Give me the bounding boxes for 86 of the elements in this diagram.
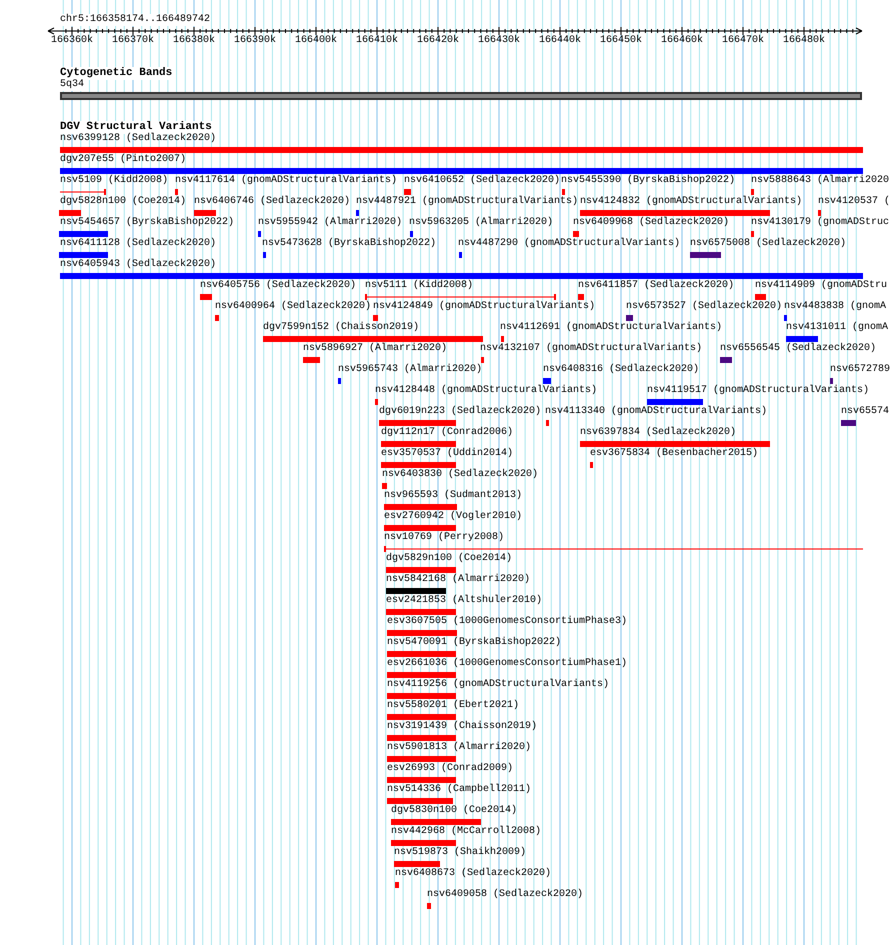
variant-label: nsv4120537 ( [818,196,890,208]
variant-label: nsv6409058 (Sedlazeck2020) [427,889,584,901]
variant-label: nsv514336 (Campbell2011) [387,784,532,796]
variant-label: nsv6403830 (Sedlazeck2020) [382,469,538,481]
axis-tick-label: 166440k [538,35,582,47]
variant-label: nsv6575008 (Sedlazeck2020) [690,238,846,250]
variant-label: dgv207e55 (Pinto2007) [60,154,186,166]
variant-label: nsv6410652 (Sedlazeck2020) [404,175,560,187]
band-label: 5q34 [60,79,84,91]
axis-tick-label: 166400k [294,35,338,47]
variant-label: nsv6408673 (Sedlazeck2020) [395,868,552,880]
variant-label: dgv112n17 (Conrad2006) [381,427,514,439]
track-title: Cytogenetic Bands [60,67,172,80]
variant-label: dgv5829n100 (Coe2014) [386,553,512,565]
variant-label: nsv6556545 (Sedlazeck2020) [720,343,876,355]
variant-label: dgv6019n223 (Sedlazeck2020) [379,406,542,418]
axis-tick-label: 166460k [660,35,704,47]
variant-label: nsv5470091 (ByrskaBishop2022) [387,637,562,649]
variant-label: nsv4487921 (gnomADStructuralVariants) [356,196,578,208]
axis-tick-label: 166390k [232,35,277,47]
variant-label: nsv965593 (Sudmant2013) [384,490,522,502]
track-title: DGV Structural Variants [60,121,212,134]
variant-label: nsv5473628 (ByrskaBishop2022) [262,238,436,250]
variant-label: nsv5109 (Kidd2008) [60,175,168,187]
variant-label: esv3570537 (Uddin2014) [381,448,514,460]
axis-tick-label: 166410k [354,35,399,47]
variant-label: nsv10769 (Perry2008) [384,532,504,544]
axis-tick-label: 166370k [110,35,155,47]
variant-label: nsv5901813 (Almarri2020) [387,742,532,754]
variant-label: esv26993 (Conrad2009) [387,763,514,775]
variant-label: nsv5842168 (Almarri2020) [386,574,530,586]
axis-tick-label: 166360k [50,35,94,47]
variant-label: dgv7599n152 (Chaisson2019) [263,322,420,334]
variant-label: nsv4114909 (gnomADStru [755,280,888,292]
variant-label: nsv4131011 (gnomA [786,322,888,334]
variant-label: esv3607505 (1000GenomesConsortiumPhase3) [387,616,628,628]
variant-label: nsv5888643 (Almarri2020 [751,175,890,187]
axis-tick-label: 166420k [416,35,460,47]
axis-tick-label: 166430k [476,35,521,47]
variant-label: nsv4112691 (gnomADStructuralVariants) [500,322,722,334]
variant-label: nsv5965743 (Almarri2020) [338,364,482,376]
axis-tick-label: 166450k [598,35,643,47]
variant-label: esv3675834 (Besenbacher2015) [590,448,758,460]
variant-label: nsv4487290 (gnomADStructuralVariants) [458,238,680,250]
variant-label: nsv4132107 (gnomADStructuralVariants) [480,343,702,355]
variant-label: nsv4117614 (gnomADStructuralVariants) [175,175,398,187]
variant-label: dgv5830n100 (Coe2014) [391,805,518,817]
variant-label: nsv442968 (McCarroll2008) [391,826,542,838]
variant-label: nsv65574 [841,406,890,418]
variant-label: nsv5896927 (Almarri2020) [303,343,448,355]
axis-tick-label: 166480k [782,35,826,47]
variant-label: nsv4119256 (gnomADStructuralVariants) [387,679,610,691]
variant-label: esv2661036 (1000GenomesConsortiumPhase1) [387,658,628,670]
locus-title: chr5:166358174..166489742 [60,14,210,26]
axis-tick-label: 166380k [172,35,216,47]
variant-label: nsv5454657 (ByrskaBishop2022) [60,217,234,229]
variant-label: esv2421853 (Altshuler2010) [386,595,542,607]
variant-label: nsv5955942 (Almarri2020) [258,217,402,229]
variant-label: nsv6405756 (Sedlazeck2020) [200,280,356,292]
variant-label: nsv5580201 (Ebert2021) [387,700,520,712]
variant-label: nsv6399128 (Sedlazeck2020) [60,133,216,145]
variant-label: nsv6572789 [830,364,890,376]
variant-label: nsv5963205 (Almarri2020) [409,217,554,229]
variant-label: nsv6411857 (Sedlazeck2020) [578,280,734,292]
variant-label: nsv6409968 (Sedlazeck2020) [573,217,730,229]
variant-label: nsv4113340 (gnomADStructuralVariants) [545,406,768,418]
variant-label: nsv6573527 (Sedlazeck2020) [626,301,782,313]
variant-label: nsv519873 (Shaikh2009) [394,847,526,859]
variant-label: nsv4124832 (gnomADStructuralVariants) [580,196,802,208]
variant-label: nsv5455390 (ByrskaBishop2022) [561,175,736,187]
variant-label: nsv6406746 (Sedlazeck2020) [194,196,350,208]
variant-label: nsv6397834 (Sedlazeck2020) [580,427,736,439]
variant-label: nsv4130179 (gnomADStruc [751,217,890,229]
variant-label: nsv6400964 (Sedlazeck2020) [215,301,372,313]
variant-label: nsv6408316 (Sedlazeck2020) [543,364,700,376]
variant-label: nsv4119517 (gnomADStructuralVariants) [647,385,870,397]
variant-label: nsv3191439 (Chaisson2019) [387,721,538,733]
variant-label: nsv6405943 (Sedlazeck2020) [60,259,216,271]
variant-label: nsv4128448 (gnomADStructuralVariants) [375,385,598,397]
variant-label: nsv4483838 (gnomA [784,301,886,313]
variant-label: nsv5111 (Kidd2008) [365,280,474,292]
variant-label: nsv6411128 (Sedlazeck2020) [60,238,216,250]
variant-label: esv2760942 (Vogler2010) [384,511,522,523]
axis-tick-label: 166470k [720,35,765,47]
variant-label: dgv5828n100 (Coe2014) [60,196,186,208]
variant-label: nsv4124849 (gnomADStructuralVariants) [373,301,596,313]
